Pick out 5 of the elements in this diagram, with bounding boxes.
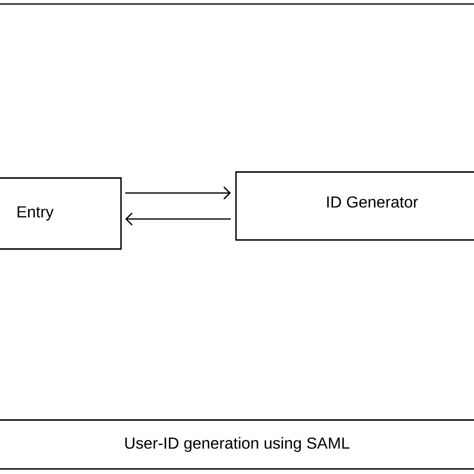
process-box: Entry	[0, 177, 122, 250]
arrow	[125, 186, 231, 200]
arrow	[125, 212, 231, 226]
process-box: ID Generator	[235, 171, 474, 241]
caption-band: User-ID generation using SAML	[0, 419, 474, 470]
